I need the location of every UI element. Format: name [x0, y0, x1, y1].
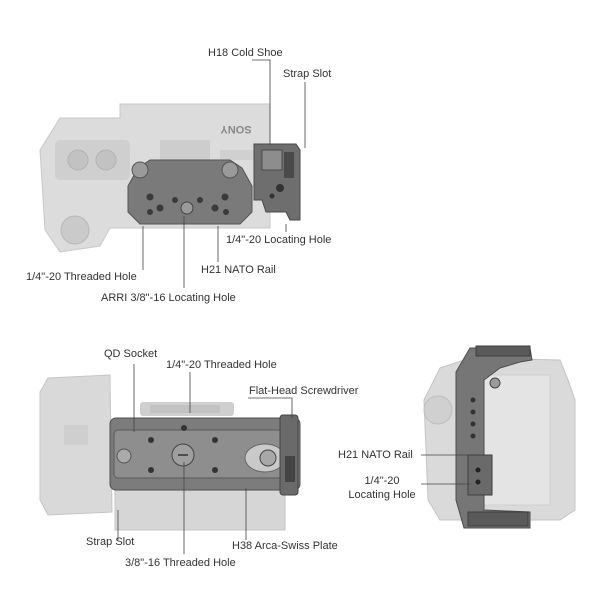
bottom-view-arca-plate — [109, 414, 301, 496]
top-view-side-bracket — [253, 143, 301, 221]
label-locating-hole-top: 1/4"-20 Locating Hole — [226, 234, 332, 246]
sony-logo: SONY — [220, 123, 252, 135]
label-38-threaded-hole: 3/8"-16 Threaded Hole — [125, 557, 236, 569]
label-nato-rail-side: H21 NATO Rail — [338, 449, 413, 461]
bottom-view-camera — [39, 374, 286, 531]
label-locating-hole-side-line2: Locating Hole — [348, 489, 416, 501]
label-nato-rail-top: H21 NATO Rail — [201, 264, 276, 276]
label-flat-head-screwdriver: Flat-Head Screwdriver — [249, 385, 359, 397]
label-h18-cold-shoe: H18 Cold Shoe — [208, 47, 283, 59]
label-qd-socket: QD Socket — [104, 348, 158, 360]
label-strap-slot-top: Strap Slot — [283, 68, 332, 80]
label-threaded-hole-top: 1/4"-20 Threaded Hole — [26, 271, 137, 283]
top-view-leader-lines — [142, 59, 306, 288]
label-threaded-hole-bottom: 1/4"-20 Threaded Hole — [166, 359, 277, 371]
bottom-view-leader-lines — [117, 364, 293, 554]
side-view-cage — [455, 345, 533, 529]
label-strap-slot-bottom: Strap Slot — [86, 536, 135, 548]
label-arca-swiss-plate: H38 Arca-Swiss Plate — [232, 540, 338, 552]
top-view-cage-plate — [127, 159, 253, 225]
label-arri-locating-hole: ARRI 3/8"-16 Locating Hole — [101, 292, 236, 304]
label-locating-hole-side-line1: 1/4"-20 — [364, 475, 400, 487]
side-view-leader-lines — [421, 454, 470, 485]
